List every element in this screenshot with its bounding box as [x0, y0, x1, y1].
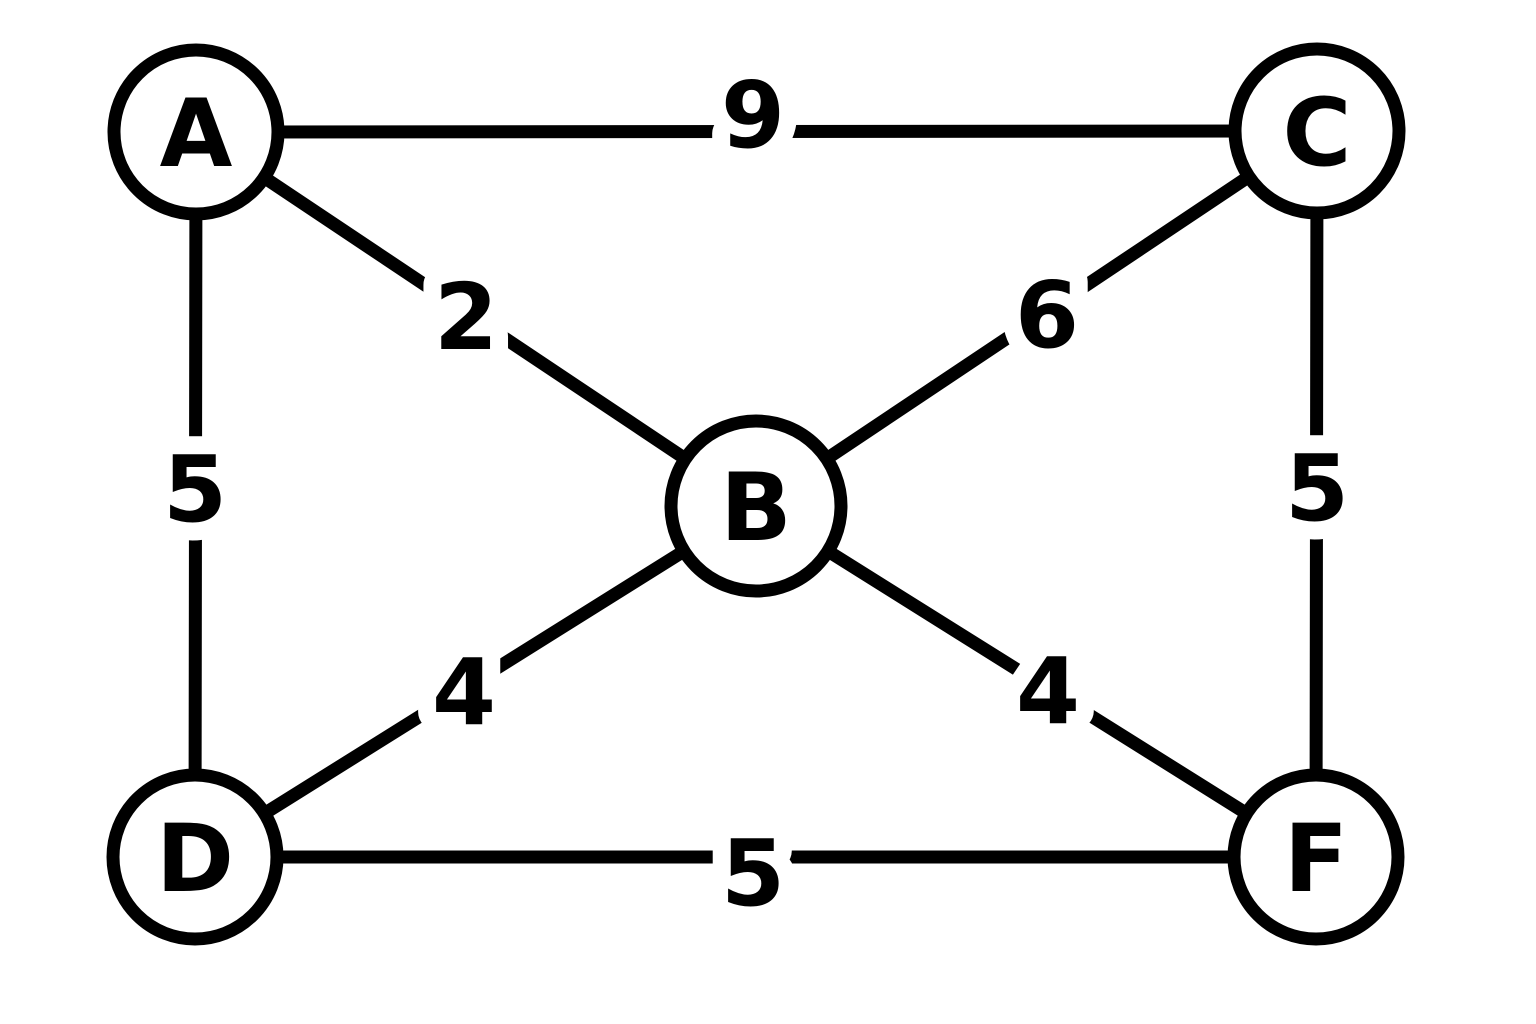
edge-A-C [189, 124, 1324, 139]
edge-A-D [188, 125, 203, 864]
edge-weight-C-F: 5 [1285, 435, 1349, 542]
node-D-label: D [156, 805, 234, 914]
node-B-label: B [720, 454, 792, 563]
edge-weight-A-D: 5 [163, 436, 227, 543]
node-C-label: C [1283, 79, 1352, 188]
node-F-circle [1227, 768, 1405, 946]
edge-B-C [749, 124, 1324, 513]
node-A-label: A [160, 80, 233, 189]
edge-C-F [1309, 124, 1324, 864]
edge-D-B [188, 499, 763, 864]
edge-weight-B-C: 6 [1015, 262, 1079, 369]
edge-weight-A-B: 2 [434, 264, 498, 371]
edge-weight-D-B: 4 [432, 639, 496, 746]
edge-weight-D-F: 5 [721, 820, 785, 927]
edge-B-F [749, 499, 1323, 864]
edge-A-B [189, 125, 763, 513]
node-C-circle [1228, 42, 1406, 220]
node-D-circle [106, 768, 284, 946]
node-F-label: F [1284, 805, 1348, 914]
edge-weight-A-C: 9 [721, 62, 785, 169]
node-A-circle [107, 43, 285, 221]
node-B-circle [664, 414, 848, 598]
edge-weight-B-F: 4 [1016, 638, 1080, 745]
